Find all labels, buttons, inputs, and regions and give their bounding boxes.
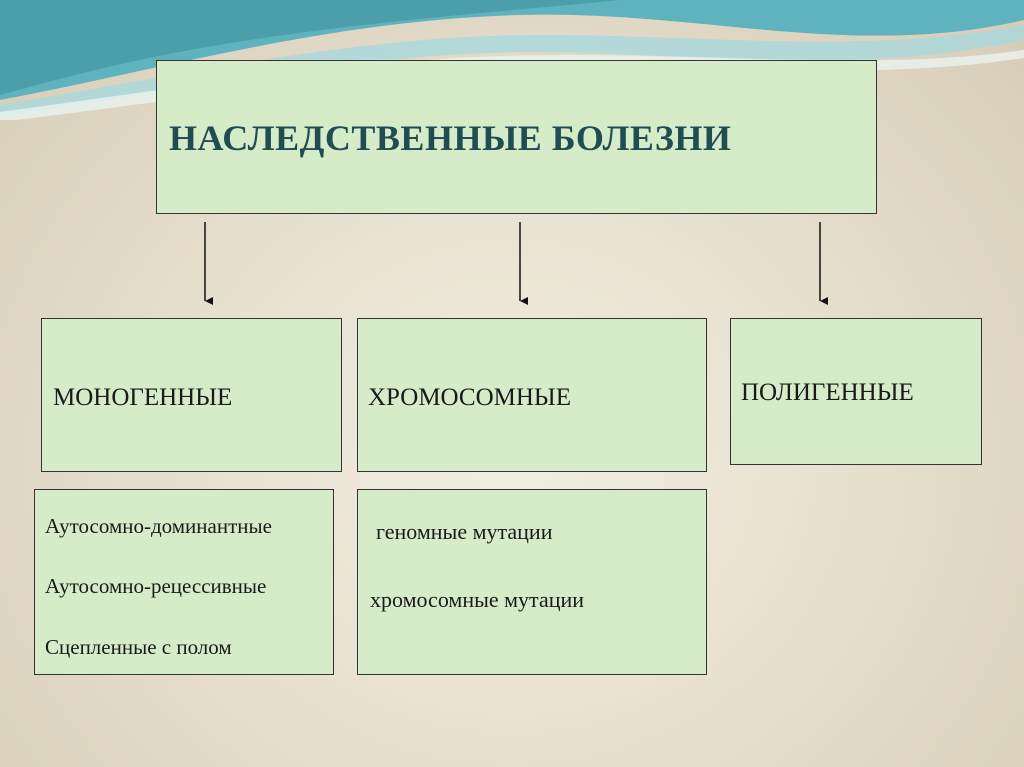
category-polygenic: ПОЛИГЕННЫЕ: [730, 318, 982, 465]
title-box: НАСЛЕДСТВЕННЫЕ БОЛЕЗНИ: [156, 60, 877, 214]
category-label: ПОЛИГЕННЫЕ: [741, 379, 914, 406]
subgroup-item: Аутосомно-рецессивные: [45, 574, 267, 598]
subgroup-item: Аутосомно-доминантные: [45, 514, 272, 538]
subgroup-item: Сцепленные с полом: [45, 635, 232, 659]
subgroup-chromosomal: геномные мутации хромосомные мутации: [357, 489, 707, 675]
diagram-title: НАСЛЕДСТВЕННЫЕ БОЛЕЗНИ: [169, 118, 732, 158]
category-monogenic: МОНОГЕННЫЕ: [41, 318, 342, 472]
category-label: ХРОМОСОМНЫЕ: [368, 384, 571, 411]
subgroup-item: геномные мутации: [376, 519, 553, 544]
subgroup-monogenic: Аутосомно-доминантные Аутосомно-рецессив…: [34, 489, 334, 675]
subgroup-item: хромосомные мутации: [370, 587, 585, 612]
category-label: МОНОГЕННЫЕ: [53, 384, 233, 411]
category-chromosomal: ХРОМОСОМНЫЕ: [357, 318, 707, 472]
